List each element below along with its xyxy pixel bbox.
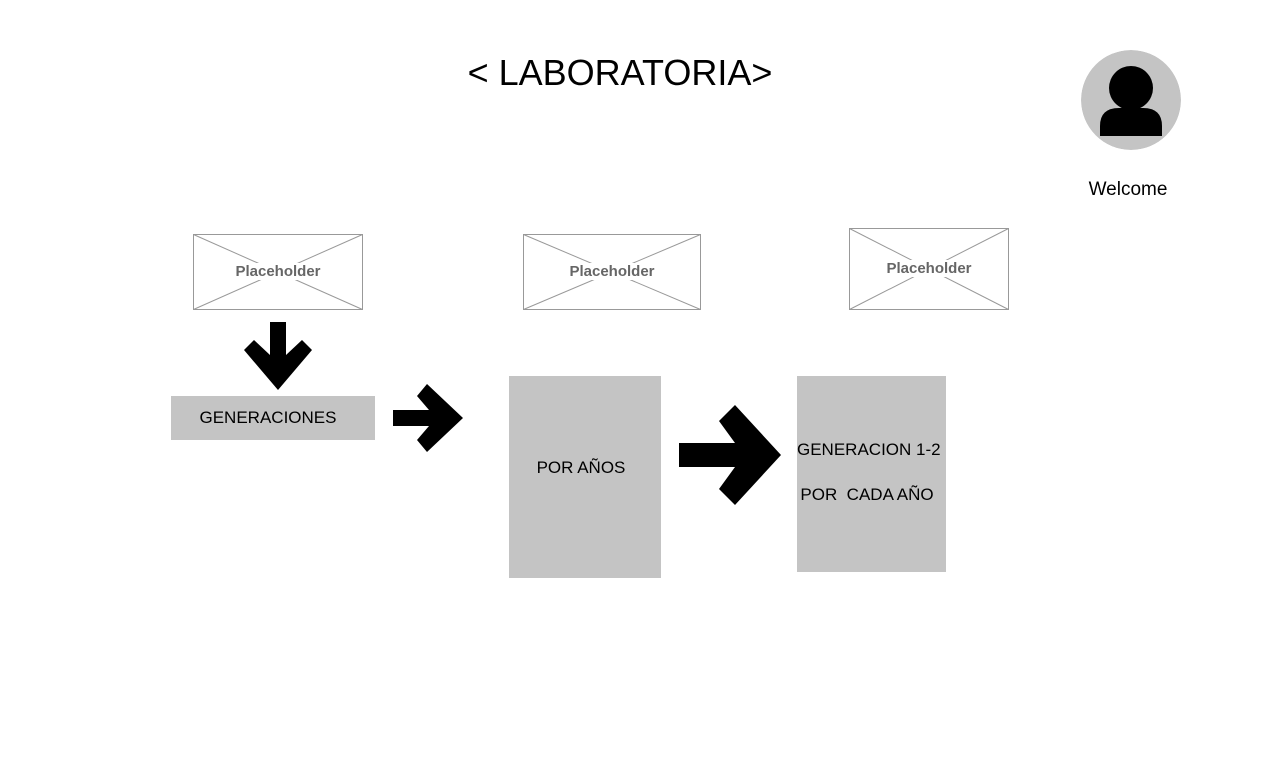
- placeholder-label: Placeholder: [233, 263, 323, 280]
- image-placeholder-3: Placeholder: [849, 228, 1009, 310]
- by-years-button[interactable]: POR AÑOS: [509, 376, 661, 578]
- arrow-right-icon: [393, 384, 463, 452]
- placeholder-label: Placeholder: [567, 263, 657, 280]
- arrow-right-icon: [679, 405, 781, 505]
- welcome-text: Welcome: [1088, 179, 1168, 200]
- by-years-label: POR AÑOS: [536, 458, 626, 477]
- placeholder-label: Placeholder: [884, 260, 974, 277]
- user-avatar-icon[interactable]: [1081, 50, 1181, 150]
- per-year-label: POR CADA AÑO: [800, 485, 934, 504]
- generation-label: GENERACION 1-2: [797, 440, 941, 459]
- image-placeholder-1: Placeholder: [193, 234, 363, 310]
- arrow-down-icon: [244, 322, 312, 390]
- image-placeholder-2: Placeholder: [523, 234, 701, 310]
- generation-per-year-button[interactable]: GENERACION 1-2 POR CADA AÑO: [797, 376, 946, 572]
- generations-button[interactable]: GENERACIONES: [171, 396, 375, 440]
- generations-label: GENERACIONES: [199, 408, 337, 427]
- page-title: < LABORATORIA>: [467, 52, 773, 93]
